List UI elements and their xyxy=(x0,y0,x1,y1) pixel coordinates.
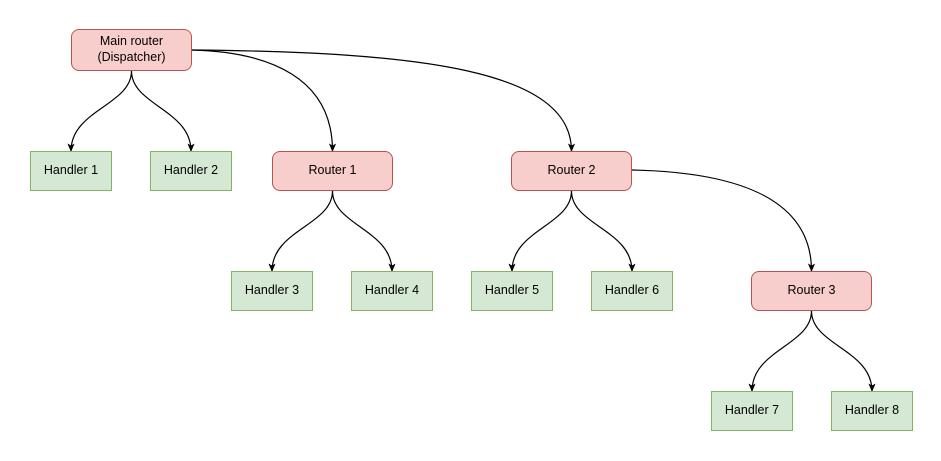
edge-router-1-to-handler-4 xyxy=(331,190,396,272)
node-label-main-router: Main router (Dispatcher) xyxy=(97,34,166,64)
node-label-handler-4: Handler 4 xyxy=(364,283,420,298)
node-label-router-3: Router 3 xyxy=(787,283,836,298)
node-router-3[interactable]: Router 3 xyxy=(751,271,872,311)
node-handler-4[interactable]: Handler 4 xyxy=(351,271,433,311)
edge-main-to-router-1 xyxy=(191,49,337,152)
edge-router-2-to-handler-6 xyxy=(570,190,636,272)
node-label-handler-8: Handler 8 xyxy=(844,403,900,418)
edge-router-2-to-handler-5 xyxy=(508,190,573,272)
node-router-1[interactable]: Router 1 xyxy=(272,151,393,191)
edges-group xyxy=(67,49,876,392)
node-handler-5[interactable]: Handler 5 xyxy=(471,271,553,311)
node-label-handler-5: Handler 5 xyxy=(484,283,540,298)
node-handler-3[interactable]: Handler 3 xyxy=(231,271,313,311)
node-handler-2[interactable]: Handler 2 xyxy=(150,151,232,191)
node-handler-1[interactable]: Handler 1 xyxy=(30,151,112,191)
node-label-router-2: Router 2 xyxy=(547,163,596,178)
node-handler-6[interactable]: Handler 6 xyxy=(591,271,673,311)
node-handler-8[interactable]: Handler 8 xyxy=(831,391,913,431)
edge-router-1-to-handler-3 xyxy=(268,190,334,272)
node-label-handler-7: Handler 7 xyxy=(724,403,780,418)
edge-main-to-handler-1 xyxy=(67,70,133,152)
node-label-handler-6: Handler 6 xyxy=(604,283,660,298)
node-label-handler-2: Handler 2 xyxy=(163,163,219,178)
node-label-router-1: Router 1 xyxy=(308,163,357,178)
edge-main-to-router-2 xyxy=(191,49,576,152)
edge-router-3-to-handler-8 xyxy=(810,310,876,392)
edge-main-to-handler-2 xyxy=(130,70,195,152)
node-main-router[interactable]: Main router (Dispatcher) xyxy=(71,29,192,71)
edge-router-3-to-handler-7 xyxy=(748,310,813,392)
node-router-2[interactable]: Router 2 xyxy=(511,151,632,191)
node-handler-7[interactable]: Handler 7 xyxy=(711,391,793,431)
edge-router-2-to-router-3 xyxy=(631,169,816,272)
node-label-handler-1: Handler 1 xyxy=(43,163,99,178)
node-label-handler-3: Handler 3 xyxy=(244,283,300,298)
